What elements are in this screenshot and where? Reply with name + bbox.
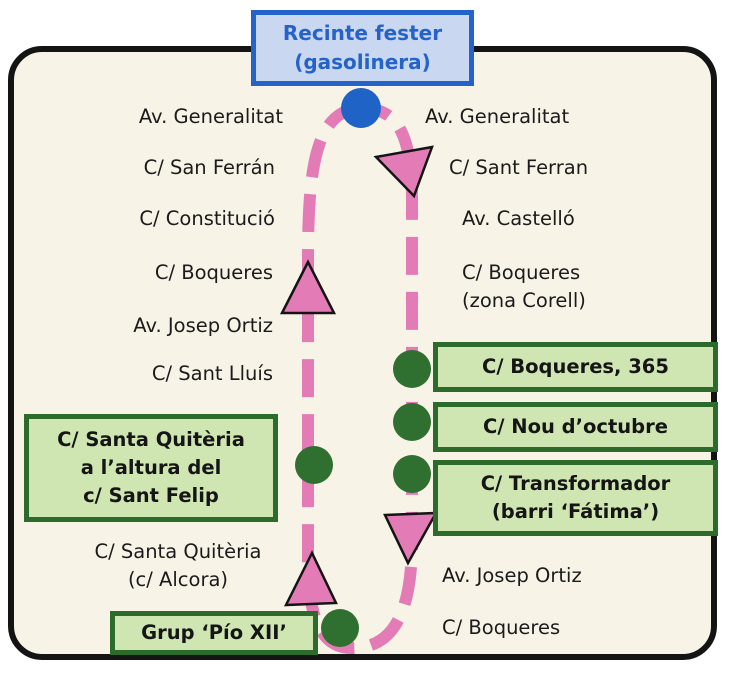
- start-point-title: Recinte fester: [282, 21, 443, 45]
- stop-label-santa-quiteria: C/ Santa Quitèria a l’altura del c/ Sant…: [24, 414, 278, 522]
- street-label: C/ San Ferrán: [143, 156, 275, 179]
- street-label: Av. Castelló: [462, 207, 575, 230]
- direction-arrow-icon: [279, 259, 337, 315]
- stop-label-pio-xii: Grup ‘Pío XII’: [110, 611, 318, 655]
- street-label: C/ Sant Lluís: [151, 362, 273, 385]
- direction-arrow-icon: [373, 145, 434, 199]
- street-label: C/ Boqueres: [442, 616, 561, 639]
- stop-circle-icon: [393, 403, 431, 441]
- street-label: (zona Corell): [462, 289, 586, 312]
- street-label: C/ Constitució: [139, 207, 275, 230]
- stop-circle-icon: [393, 350, 431, 388]
- street-label: Av. Josep Ortiz: [133, 314, 273, 337]
- stop-circle-icon: [321, 609, 359, 647]
- street-label: C/ Boqueres: [462, 261, 581, 284]
- stop-label-nou-octubre: C/ Nou d’octubre: [433, 402, 718, 452]
- street-label: C/ Santa Quitèria (c/ Alcora): [94, 540, 262, 591]
- direction-arrow-icon: [283, 550, 338, 607]
- street-label: Av. Josep Ortiz: [442, 564, 582, 587]
- street-label: Av. Generalitat: [138, 105, 283, 128]
- stop-circle-icon: [393, 455, 431, 493]
- street-label: C/ Sant Ferran: [449, 156, 589, 179]
- start-point-label: Recinte fester (gasolinera): [251, 10, 474, 86]
- start-point-subtitle: (gasolinera): [294, 50, 431, 74]
- stop-circle-icon: [295, 446, 333, 484]
- stop-label-boqueres: C/ Boqueres, 365: [433, 342, 718, 392]
- street-label: Av. Generalitat: [425, 105, 570, 128]
- street-label: C/ Boqueres: [154, 261, 273, 284]
- start-circle-icon: [341, 88, 381, 128]
- direction-arrow-icon: [383, 511, 439, 566]
- stop-label-transformador: C/ Transformador (barri ‘Fátima’): [433, 460, 718, 536]
